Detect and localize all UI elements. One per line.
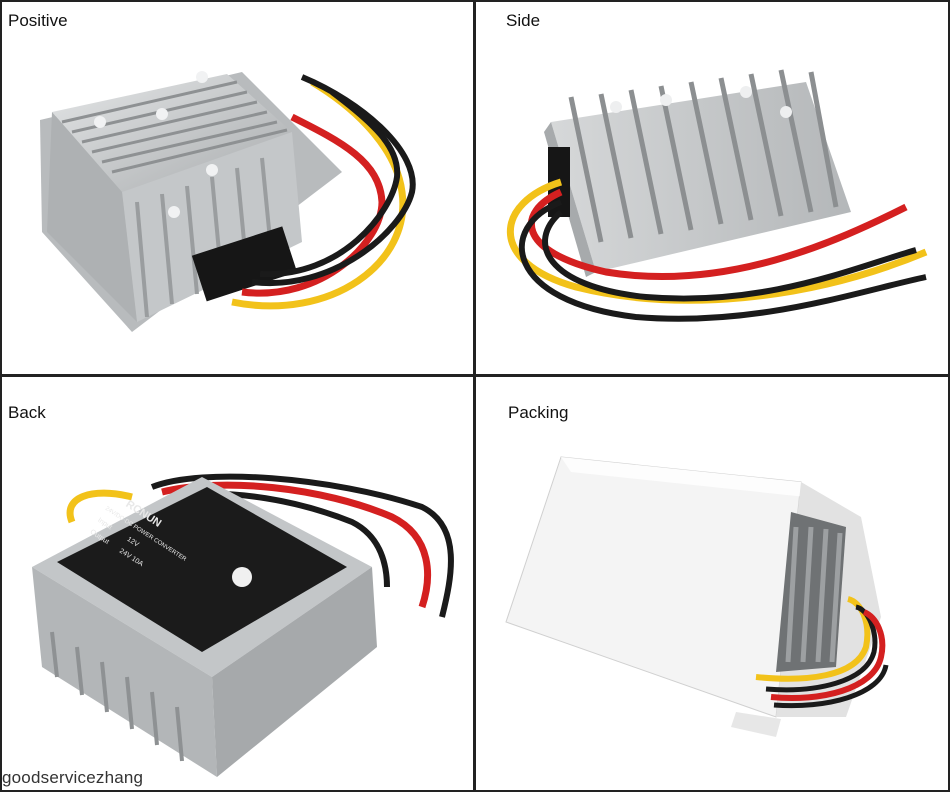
converter-front-photo — [40, 71, 416, 332]
seller-watermark: goodservicezhang — [2, 768, 144, 787]
panel-side: Side — [476, 2, 948, 374]
packing-box-photo — [505, 456, 889, 737]
panel-label-positive: Positive — [8, 11, 68, 30]
converter-back-photo: RCNUN 24V/DC-DC POWER CONVERTER Input 12… — [32, 473, 454, 777]
converter-side-photo — [507, 69, 928, 322]
grid-divider-horizontal — [0, 374, 950, 377]
panel-packing: Packing — [476, 377, 948, 790]
panel-positive: Positive — [2, 2, 473, 374]
panel-label-packing: Packing — [508, 403, 569, 422]
certification-logo-icon — [232, 567, 252, 587]
panel-back: RCNUN 24V/DC-DC POWER CONVERTER Input 12… — [2, 377, 473, 790]
panel-label-side: Side — [506, 11, 541, 30]
grid-divider-vertical — [473, 0, 476, 792]
panel-label-back: Back — [8, 403, 46, 422]
